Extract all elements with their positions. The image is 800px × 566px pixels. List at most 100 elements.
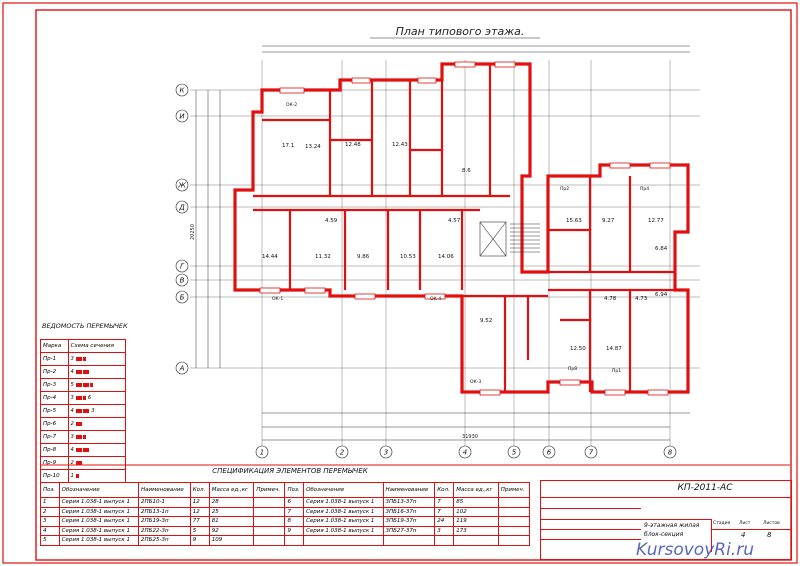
spec-cell [382, 535, 436, 546]
lintel-mark: ОК-4 [430, 296, 441, 302]
spec-cell: 6 [284, 497, 305, 508]
spec-cell [303, 535, 384, 546]
room-area: 4.78 [604, 296, 617, 302]
axis-number-7: 7 [584, 445, 598, 459]
svg-text:А: А [179, 365, 185, 373]
svg-text:6: 6 [547, 449, 552, 457]
spec-cell: 7 [434, 506, 455, 517]
lintel-mark: Пр1 [612, 368, 621, 374]
room-area: 9.27 [602, 218, 615, 224]
lintel-mark-cell: Пр-9 [40, 456, 69, 470]
lintel-mark-cell: Пр-7 [40, 430, 69, 444]
lintel-scheme-cell: 4 [67, 443, 127, 457]
lintel-scheme-cell: 3 [67, 352, 127, 366]
lintel-mark-cell: Пр-1 [40, 352, 69, 366]
spec-cell: 1 [40, 497, 60, 508]
room-area: 6.84 [655, 246, 668, 252]
axis-letter-1: К [175, 83, 189, 97]
room-area: 15.63 [566, 218, 582, 224]
spec-cell [497, 535, 531, 546]
lintel-mark-cell: Пр-2 [40, 365, 69, 379]
spec-header-cell: Масса ед.,кг [453, 482, 499, 498]
overall-dimension-bottom: 31930 [462, 434, 478, 440]
room-area: 9.52 [480, 318, 492, 324]
spec-cell [284, 535, 305, 546]
spec-header-cell: Обозначение [58, 482, 140, 498]
spec-header-cell: Поз. [40, 482, 60, 498]
spec-cell: 92 [208, 525, 255, 536]
spec-cell [253, 525, 286, 536]
lintel-scheme-cell: 4 3 [67, 404, 127, 418]
spec-header-cell: Кол. [434, 482, 455, 498]
spec-header-cell: Примеч. [497, 482, 531, 498]
spec-cell: 77 [189, 516, 210, 527]
axis-number-3: 3 [379, 445, 393, 459]
project-code: КП-2011-АС [677, 483, 733, 493]
spec-cell: 119 [453, 516, 499, 527]
spec-cell [434, 535, 455, 546]
spec-cell: 9 [284, 525, 305, 536]
spec-cell: 2ПБ25-3п [138, 535, 191, 546]
axis-number-1: 1 [255, 445, 269, 459]
axis-number-8: 8 [663, 445, 677, 459]
room-area: 17.1 [282, 143, 294, 149]
spec-header-cell: Примеч. [253, 482, 286, 498]
project-name-line1: 9-этажная жилая [644, 522, 700, 529]
axis-letter-6: В [175, 273, 189, 287]
room-area: 8.6 [462, 168, 471, 174]
plan-title: План типового этажа. [396, 25, 525, 38]
exterior-walls [233, 62, 690, 394]
svg-text:Б: Б [180, 294, 185, 302]
spec-cell [497, 497, 531, 508]
project-name-line2: блок-секция [644, 531, 684, 538]
lintel-sheet-title: ВЕДОМОСТЬ ПЕРЕМЫЧЕК [42, 322, 128, 330]
lintel-mark-cell: Пр-10 [40, 469, 69, 483]
axis-letter-7: Б [175, 290, 189, 304]
room-area: 14.44 [262, 254, 278, 260]
svg-text:Д: Д [178, 204, 185, 212]
spec-cell: 8 [284, 516, 305, 527]
lintel-scheme-cell: 3 6 [67, 391, 127, 405]
room-area: 12.77 [648, 218, 664, 224]
lintel-scheme-cell: 5 [67, 378, 127, 392]
svg-text:8: 8 [668, 449, 673, 457]
lintel-mark-cell: Пр-4 [40, 391, 69, 405]
svg-text:3: 3 [384, 449, 388, 457]
spec-cell [497, 506, 531, 517]
spec-cell: 2 [40, 506, 60, 517]
lintel-scheme-cell: 1 [67, 469, 127, 483]
spec-cell: 5 [189, 525, 210, 536]
lintel-mark: ОК-3 [470, 379, 481, 385]
svg-text:Ж: Ж [177, 182, 186, 190]
spec-cell [253, 506, 286, 517]
spec-cell: Серия 1.038-1 выпуск 1 [303, 525, 384, 536]
spec-cell: 2ПБ10-1 [138, 497, 191, 508]
spec-cell: 85 [453, 497, 499, 508]
svg-text:И: И [179, 113, 185, 121]
axis-number-5: 5 [507, 445, 521, 459]
axis-letter-markers: К И Ж Д ГВБ А [175, 83, 189, 375]
lintel-scheme-cell: 2 [67, 456, 127, 470]
interior-walls [253, 64, 688, 392]
spec-cell: 12 [189, 506, 210, 517]
lintel-mark: Пр2 [560, 186, 569, 192]
overall-dimension-left: 20250 [190, 224, 196, 240]
spec-cell: 2ПБ13-1п [138, 506, 191, 517]
axis-number-4: 4 [458, 445, 472, 459]
axis-letter-5: Г [175, 259, 189, 273]
watermark: KursovoyRi.ru [636, 540, 754, 560]
spec-cell: 28 [208, 497, 255, 508]
spec-cell [497, 525, 531, 536]
spec-cell: 7 [284, 506, 305, 517]
window-openings [259, 61, 671, 396]
